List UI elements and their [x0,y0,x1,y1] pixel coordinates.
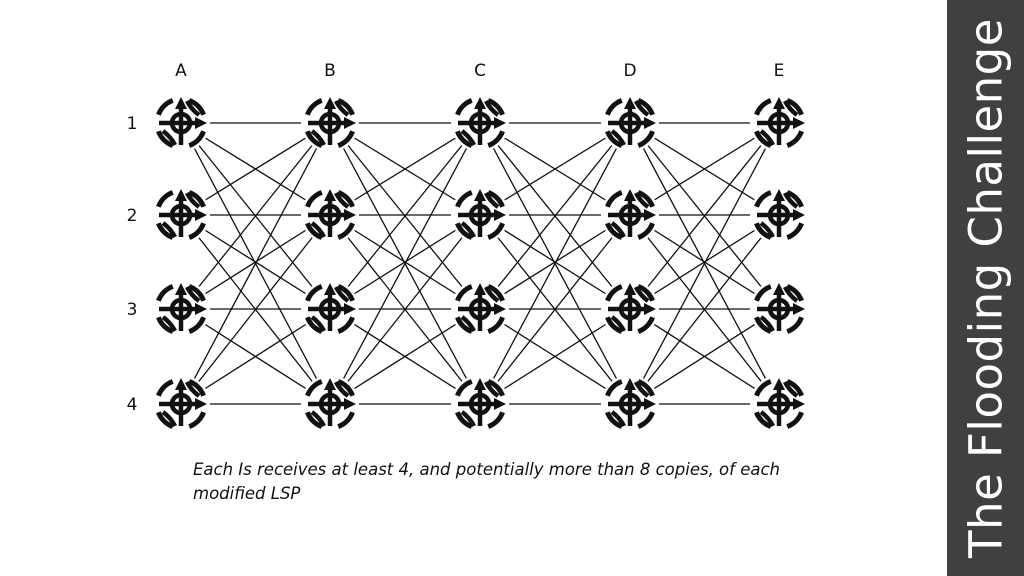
column-label-E: E [774,61,785,81]
router-icon-A2 [152,186,210,244]
link-D2-E1 [629,122,780,216]
slide-title: The Flooding Challenge [959,18,1012,558]
link-D3-E2 [629,214,780,310]
router-icon-A4 [152,375,210,433]
router-icon-C1 [451,94,509,152]
link-B4-C2 [329,214,481,405]
router-nodes [152,94,808,433]
column-labels: A B C D E [175,61,784,81]
caption: Each Is receives at least 4, and potenti… [193,460,780,503]
router-icon-E3 [750,280,808,338]
link-B3-C1 [329,122,481,310]
column-label-D: D [623,61,636,81]
router-icon-C2 [451,186,509,244]
row-label-1: 1 [127,114,138,134]
router-icon-D4 [601,375,659,433]
link-C4-D1 [479,122,631,405]
link-C2-D1 [479,122,631,216]
sidebar: The Flooding Challenge [947,0,1024,576]
router-icon-D2 [601,186,659,244]
link-A4-B3 [180,308,331,405]
mesh-diagram: A B C D E 1 2 3 4 [126,61,808,433]
link-C3-D1 [479,122,631,310]
row-label-2: 2 [127,206,138,226]
link-D4-E3 [629,308,780,405]
link-A3-B1 [180,122,331,310]
link-A2-B1 [180,122,331,216]
router-icon-E4 [750,375,808,433]
router-icon-A1 [152,94,210,152]
link-A4-B2 [180,214,331,405]
row-label-3: 3 [127,300,138,320]
column-label-B: B [324,61,336,81]
router-icon-E1 [750,94,808,152]
link-C4-D3 [479,308,631,405]
link-D3-E1 [629,122,780,310]
mesh-links [180,122,780,405]
link-A4-B1 [180,122,331,405]
router-icon-B3 [301,280,359,338]
link-B4-C1 [329,122,481,405]
row-label-4: 4 [127,395,138,415]
link-A3-B2 [180,214,331,310]
column-label-A: A [175,61,187,81]
router-icon-C3 [451,280,509,338]
row-labels: 1 2 3 4 [127,114,138,415]
link-B4-C3 [329,308,481,405]
router-icon-B4 [301,375,359,433]
column-label-C: C [474,61,486,81]
router-icon-B1 [301,94,359,152]
router-icon-D3 [601,280,659,338]
link-B2-C1 [329,122,481,216]
router-icon-E2 [750,186,808,244]
link-C3-D2 [479,214,631,310]
link-D4-E2 [629,214,780,405]
router-icon-B2 [301,186,359,244]
router-icon-A3 [152,280,210,338]
link-D4-E1 [629,122,780,405]
router-icon-D1 [601,94,659,152]
link-B3-C2 [329,214,481,310]
router-icon-C4 [451,375,509,433]
link-C4-D2 [479,214,631,405]
